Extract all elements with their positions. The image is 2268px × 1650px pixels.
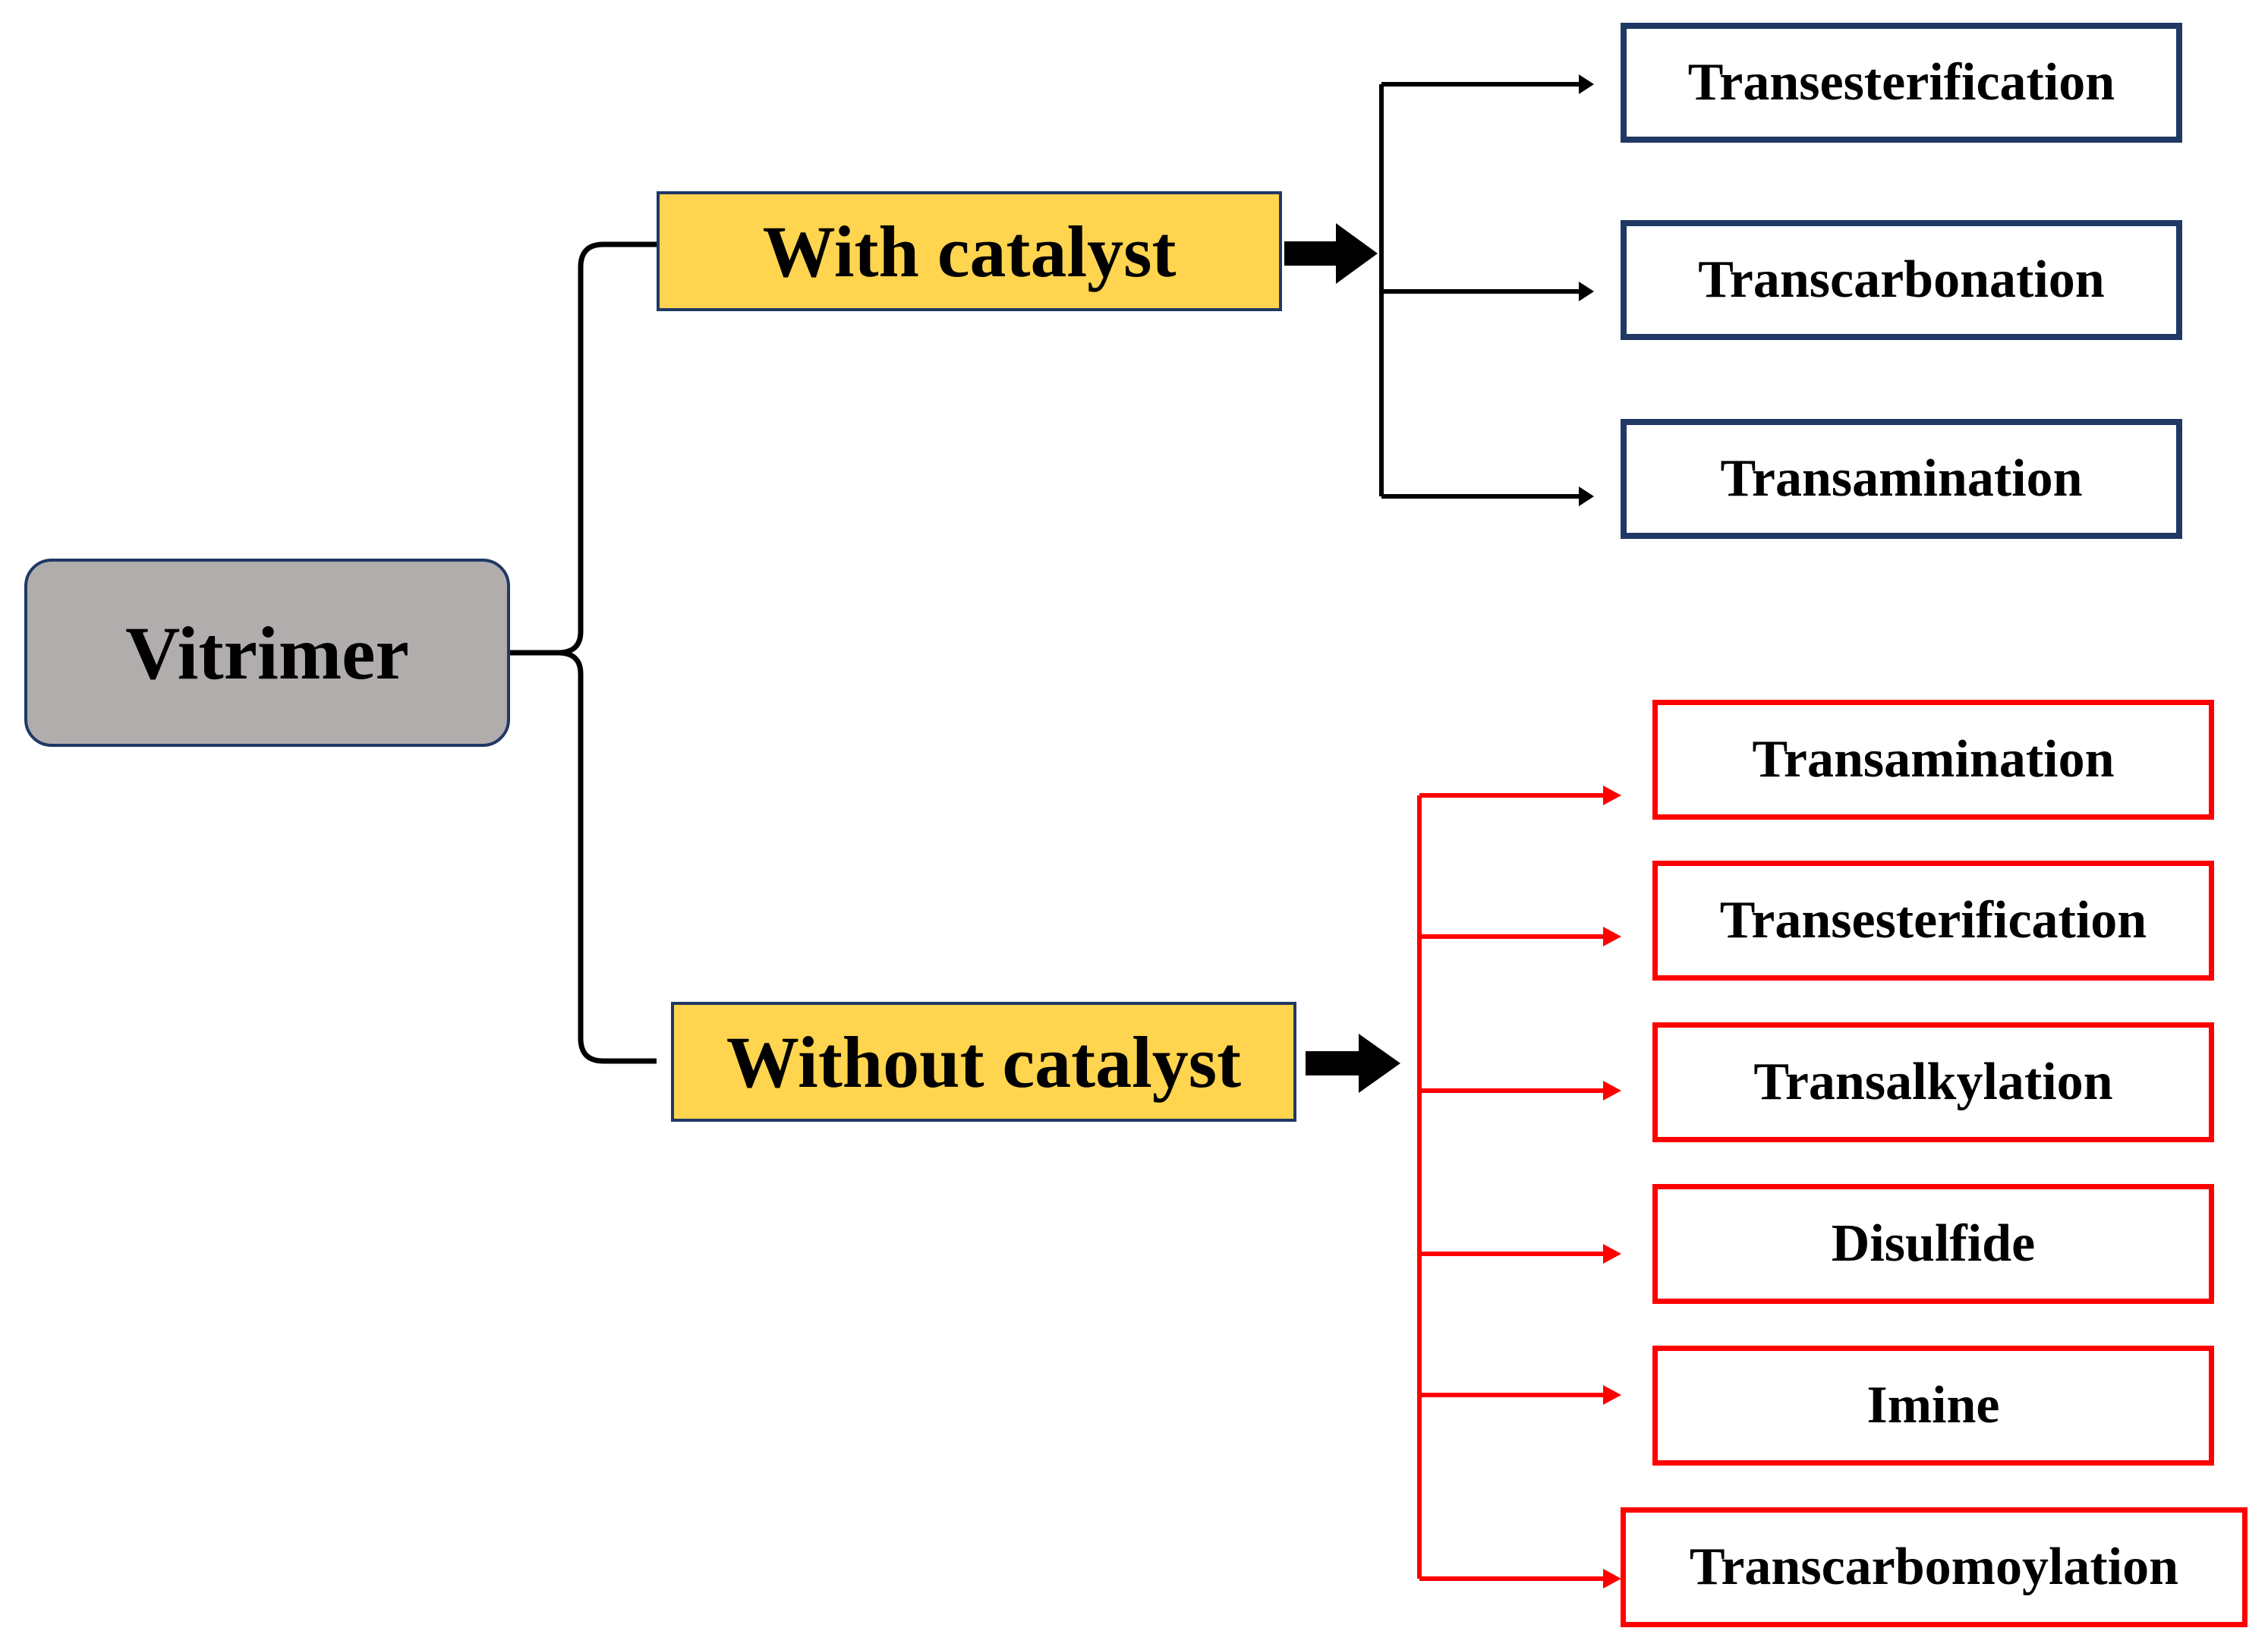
with-catalyst-leaf: Transesterification: [1621, 23, 2182, 143]
without-catalyst-arrow: [1306, 1034, 1400, 1093]
without-catalyst-leaf: Transalkylation: [1652, 1022, 2214, 1142]
without-catalyst-leaf: Imine: [1652, 1346, 2214, 1466]
without-catalyst-leaf: Transesterification: [1652, 861, 2214, 981]
with-catalyst-node: With catalyst: [657, 191, 1282, 311]
without-catalyst-leaf: Transamination: [1652, 700, 2214, 820]
leaf-label: Transesterification: [1719, 891, 2147, 949]
leaf-label: Imine: [1866, 1376, 2000, 1434]
with-catalyst-leaf: Transcarbonation: [1621, 220, 2182, 340]
leaf-label: Disulfide: [1831, 1214, 2036, 1273]
without-catalyst-label: Without catalyst: [726, 1021, 1242, 1103]
leaf-label: Transalkylation: [1753, 1053, 2113, 1111]
with-catalyst-label: With catalyst: [762, 210, 1177, 292]
root-node-vitrimer: Vitrimer: [24, 559, 510, 747]
leaf-label: Transesterification: [1687, 53, 2115, 112]
leaf-label: Transcarbonation: [1698, 250, 2105, 309]
root-label: Vitrimer: [125, 610, 409, 695]
with-catalyst-leaf: Transamination: [1621, 419, 2182, 539]
with-catalyst-arrowheads: [1579, 74, 1594, 506]
leaf-label: Transamination: [1720, 449, 2083, 508]
without-catalyst-arrowheads: [1603, 786, 1621, 1589]
with-catalyst-arrow: [1284, 223, 1378, 284]
brace-connector: [510, 241, 657, 1064]
without-catalyst-leaf: Disulfide: [1652, 1184, 2214, 1304]
without-catalyst-leaf: Transcarbomoylation: [1621, 1507, 2248, 1627]
without-catalyst-node: Without catalyst: [671, 1002, 1296, 1122]
leaf-label: Transcarbomoylation: [1689, 1538, 2179, 1596]
without-catalyst-branches: [1417, 793, 1609, 1581]
leaf-label: Transamination: [1752, 730, 2115, 789]
with-catalyst-branches: [1379, 82, 1579, 499]
